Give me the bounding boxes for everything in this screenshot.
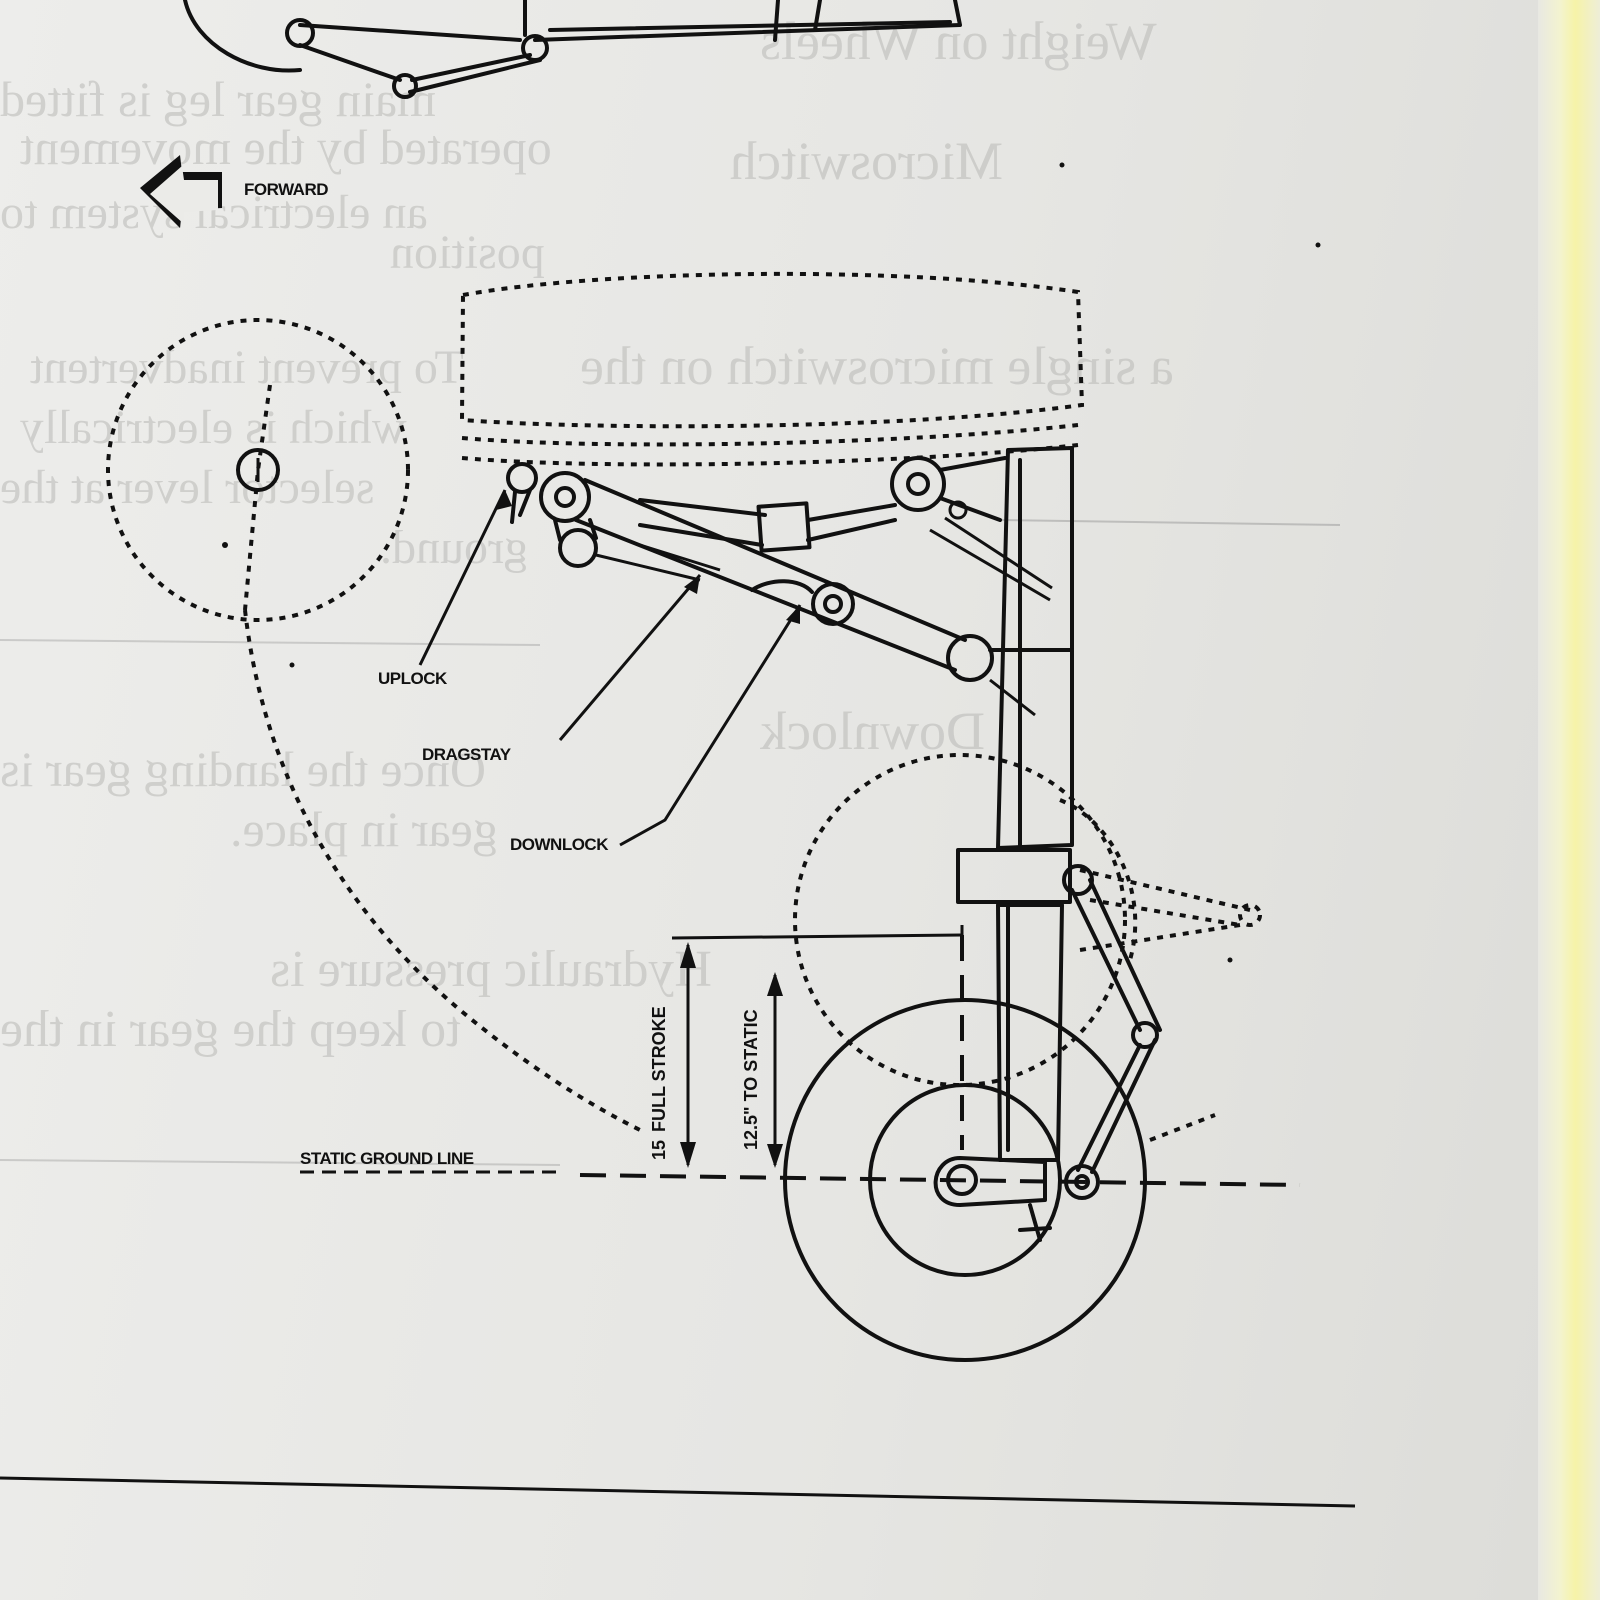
- dragstay-label: DRAGSTAY: [422, 745, 512, 764]
- retracted-wheel: [106, 318, 410, 622]
- nacelle-outline: [459, 271, 1085, 467]
- downlock-linkage: [595, 543, 855, 626]
- full-stroke-dimension: 15 FULL STROKE: [649, 933, 963, 1168]
- static-stroke-dimension: 12.5" TO STATIC: [741, 972, 783, 1168]
- dragstay-arm: [539, 471, 1074, 717]
- static-ground-line-label: STATIC GROUND LINE: [300, 1149, 474, 1168]
- retraction-arc: [243, 609, 641, 1132]
- torque-links: [1062, 864, 1162, 1200]
- faint-rule: [999, 519, 1341, 526]
- upper-pivot: [890, 456, 1053, 602]
- full-stroke-value: 15: [649, 1140, 669, 1160]
- torque-links-extended: [1059, 798, 1262, 1142]
- main-strut: [956, 446, 1074, 1162]
- forward-label: FORWARD: [244, 180, 328, 199]
- downlock-label: DOWNLOCK: [510, 835, 609, 854]
- compressed-wheel-outline: [793, 753, 1127, 1087]
- static-stroke-label: 12.5" TO STATIC: [741, 1009, 761, 1150]
- top-partial-drawing: [183, 0, 962, 99]
- uplock-hook: [506, 462, 538, 524]
- forward-arrow-icon: [140, 155, 222, 228]
- faint-rule: [0, 639, 541, 646]
- dragstay-leader: [558, 574, 702, 741]
- full-stroke-label: FULL STROKE: [649, 1006, 669, 1132]
- uplock-label: UPLOCK: [378, 669, 448, 688]
- static-ground-line: [579, 1173, 1301, 1187]
- binder-edge: [1538, 0, 1600, 1600]
- downlock-leader: [619, 604, 802, 847]
- page-bottom-rule: [0, 1476, 1356, 1508]
- retraction-actuator: [638, 498, 897, 553]
- faint-rule: [0, 1159, 561, 1166]
- uplock-leader: [418, 489, 507, 666]
